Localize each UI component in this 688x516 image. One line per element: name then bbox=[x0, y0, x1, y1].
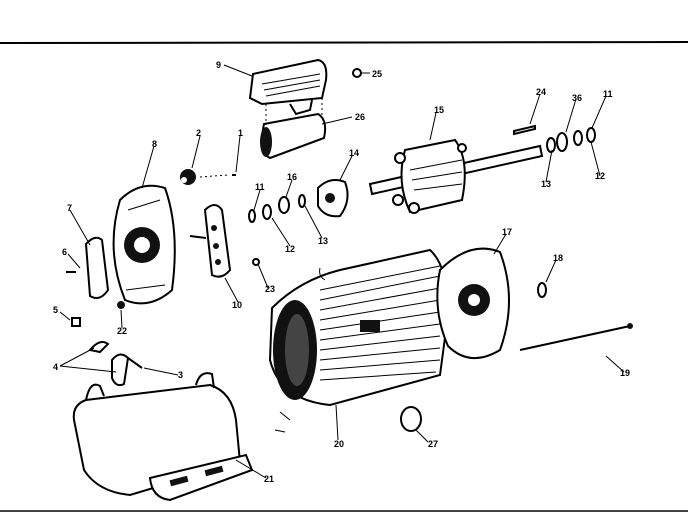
label-part-12: 12 bbox=[595, 171, 605, 181]
part-screw bbox=[352, 68, 362, 78]
part-rotor bbox=[368, 138, 544, 214]
label-part-17: 17 bbox=[502, 227, 512, 237]
part-washer bbox=[573, 130, 583, 146]
part-screw bbox=[252, 258, 260, 266]
part-centrifugal-mechanism bbox=[317, 179, 349, 218]
label-part-16: 16 bbox=[287, 172, 297, 182]
label-part-26: 26 bbox=[355, 112, 365, 122]
part-end-bell-rear bbox=[436, 247, 510, 359]
label-part-18: 18 bbox=[553, 253, 563, 263]
label-part-7: 7 bbox=[67, 203, 72, 213]
part-washer bbox=[248, 209, 256, 223]
part-stator-frame bbox=[268, 248, 449, 433]
part-base bbox=[72, 372, 254, 502]
part-washer bbox=[556, 132, 568, 152]
part-plug bbox=[400, 406, 422, 432]
part-end-bell-front bbox=[112, 184, 176, 305]
label-part-2: 2 bbox=[196, 128, 201, 138]
label-part-36: 36 bbox=[572, 93, 582, 103]
label-part-13: 13 bbox=[318, 236, 328, 246]
label-part-6: 6 bbox=[62, 247, 67, 257]
part-washer bbox=[546, 137, 556, 153]
label-part-5: 5 bbox=[53, 305, 58, 315]
part-cover-plate bbox=[84, 236, 110, 299]
label-part-9: 9 bbox=[216, 60, 221, 70]
part-capacitor-cover bbox=[248, 58, 328, 116]
label-part-11: 11 bbox=[255, 182, 265, 192]
part-clip bbox=[88, 341, 110, 354]
label-part-3: 3 bbox=[178, 370, 183, 380]
label-part-1: 1 bbox=[238, 128, 243, 138]
label-part-24: 24 bbox=[536, 87, 546, 97]
label-part-20: 20 bbox=[334, 439, 344, 449]
part-washer bbox=[262, 204, 272, 220]
part-bushing bbox=[117, 301, 125, 309]
label-part-4: 4 bbox=[53, 362, 58, 372]
part-switch bbox=[180, 169, 196, 185]
part-washer bbox=[586, 127, 596, 143]
label-part-12: 12 bbox=[285, 244, 295, 254]
part-nut bbox=[71, 317, 81, 327]
part-washer bbox=[278, 196, 290, 214]
part-capacitor bbox=[260, 112, 327, 160]
label-part-27: 27 bbox=[428, 439, 438, 449]
part-through-bolt bbox=[519, 325, 631, 351]
label-part-23: 23 bbox=[265, 284, 275, 294]
label-part-21: 21 bbox=[264, 474, 274, 484]
part-clip bbox=[111, 353, 130, 387]
leader-lines bbox=[59, 64, 625, 479]
label-part-11: 11 bbox=[603, 89, 613, 99]
label-part-22: 22 bbox=[117, 326, 127, 336]
top-rule bbox=[0, 41, 688, 44]
label-part-19: 19 bbox=[620, 368, 630, 378]
label-part-14: 14 bbox=[349, 148, 359, 158]
label-part-25: 25 bbox=[372, 69, 382, 79]
label-part-8: 8 bbox=[152, 139, 157, 149]
part-screw bbox=[127, 357, 143, 369]
label-part-15: 15 bbox=[434, 105, 444, 115]
part-terminal-board bbox=[189, 204, 232, 278]
label-part-10: 10 bbox=[232, 300, 242, 310]
part-labels: 9 25 26 15 24 36 11 2 1 8 11 16 14 13 12… bbox=[53, 60, 630, 484]
label-part-13: 13 bbox=[541, 179, 551, 189]
part-key bbox=[513, 124, 536, 136]
part-washer bbox=[537, 282, 547, 298]
part-washer bbox=[298, 194, 306, 208]
